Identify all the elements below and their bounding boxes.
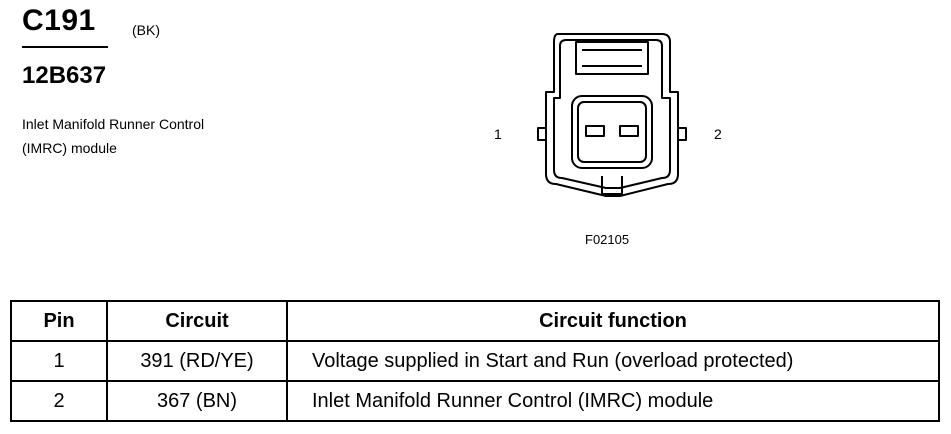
function-cell: Inlet Manifold Runner Control (IMRC) mod…	[286, 380, 940, 422]
connector-outer-housing	[545, 33, 679, 197]
left-tab	[537, 127, 547, 141]
connector-color-code: (BK)	[132, 22, 160, 38]
pin-2-terminal	[619, 125, 639, 137]
figure-id: F02105	[585, 232, 630, 247]
pin-cell: 2	[10, 380, 108, 422]
table-row: 1 391 (RD/YE) Voltage supplied in Start …	[10, 340, 940, 382]
circuit-cell: 367 (BN)	[106, 380, 288, 422]
circuit-cell: 391 (RD/YE)	[106, 340, 288, 382]
header-circuit: Circuit	[106, 300, 288, 342]
connector-inner-outline	[553, 39, 671, 189]
part-number: 12B637	[22, 62, 107, 89]
title-underline	[22, 46, 108, 48]
pin-cell: 1	[10, 340, 108, 382]
bottom-key	[601, 176, 623, 195]
header-pin: Pin	[10, 300, 108, 342]
description-line-1: Inlet Manifold Runner Control	[22, 116, 205, 132]
description-line-2: (IMRC) module	[22, 140, 117, 156]
right-tab	[677, 127, 687, 141]
connector-face-diagram	[537, 33, 687, 197]
connector-id: C191	[22, 4, 96, 37]
pin-2-label: 2	[714, 126, 722, 142]
table-header-row: Pin Circuit Circuit function	[10, 300, 940, 342]
connector-description: Inlet Manifold Runner Control (IMRC) mod…	[22, 112, 204, 160]
pin-1-terminal	[585, 125, 605, 137]
terminal-cavity	[571, 95, 653, 169]
pin-1-label: 1	[494, 126, 502, 142]
function-cell: Voltage supplied in Start and Run (overl…	[286, 340, 940, 382]
pin-table: Pin Circuit Circuit function 1 391 (RD/Y…	[10, 300, 940, 422]
connector-latch	[575, 41, 649, 75]
header-circuit-function: Circuit function	[286, 300, 940, 342]
table-row: 2 367 (BN) Inlet Manifold Runner Control…	[10, 380, 940, 422]
